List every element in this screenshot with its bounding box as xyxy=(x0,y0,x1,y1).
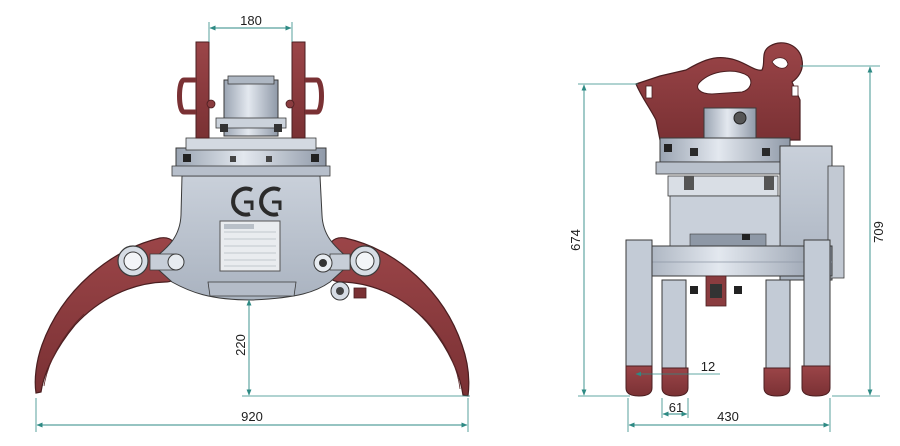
cross-beam xyxy=(625,245,833,277)
left-top-bracket xyxy=(195,41,210,139)
front-view-dimensions: 180 220 920 xyxy=(35,13,470,432)
tine-1 xyxy=(625,239,653,373)
dim-tine-width: 61 xyxy=(669,400,683,415)
double-g-logo-icon xyxy=(231,186,282,217)
dim-arm-height: 220 xyxy=(233,334,248,356)
dim-tine-gap: 12 xyxy=(701,359,715,374)
tine-2 xyxy=(661,279,687,371)
dim-overall-width: 920 xyxy=(241,409,263,424)
dim-top-width: 180 xyxy=(240,13,262,28)
side-view-dimensions: 674 709 12 61 430 xyxy=(568,65,886,432)
tine-3 xyxy=(765,279,791,371)
tine-4 xyxy=(803,239,831,373)
right-top-bracket xyxy=(291,41,306,139)
dim-overall-height-right: 709 xyxy=(871,221,886,243)
hex-bolt-icon xyxy=(733,111,747,125)
side-view xyxy=(625,42,845,397)
dim-overall-height-left: 674 xyxy=(568,229,583,251)
front-view xyxy=(34,41,470,397)
name-plate xyxy=(219,220,281,272)
dim-tine-span: 430 xyxy=(717,409,739,424)
